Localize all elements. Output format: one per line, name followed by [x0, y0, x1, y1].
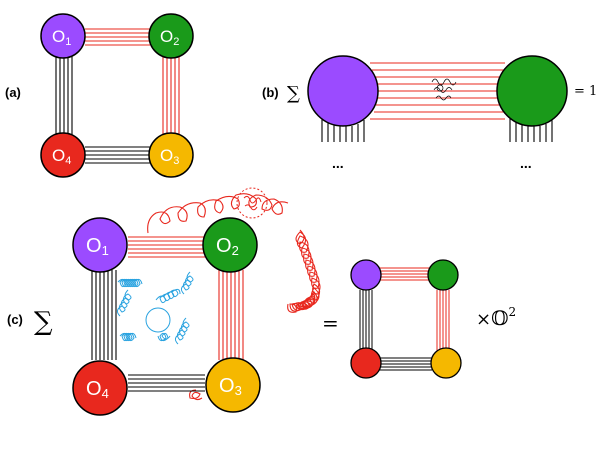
panel-b: (b) ∑ — [262, 55, 597, 171]
panel-c-result-node-o4 — [350, 347, 382, 379]
panel-a-edge-o1-o4 — [55, 55, 73, 140]
panel-a-edge-o2-o3 — [162, 55, 180, 140]
panel-c-node-o3: O3 — [205, 357, 261, 413]
panel-c-node-o4: O4 — [72, 360, 128, 416]
panel-c-result-edge-o4-o3 — [378, 357, 432, 371]
svg-text:O4: O4 — [86, 378, 109, 401]
panel-c-dotted-blob — [236, 187, 268, 219]
panel-c-equals: = — [322, 311, 339, 335]
panel-a-edge-o1-o2 — [85, 28, 150, 46]
panel-a: (a) O1 O2 — [5, 13, 194, 178]
panel-b-ellipsis-right: ... — [520, 155, 532, 171]
panel-c-red-gluon-loop — [147, 193, 321, 401]
panel-b-gluon-sketch — [431, 78, 457, 101]
panel-c-result-edge-o2-o3 — [436, 290, 450, 352]
panel-b-equals-one: = 1 — [574, 84, 597, 99]
panel-b-red-lines — [370, 62, 505, 120]
panel-b-sum-symbol: ∑ — [287, 83, 300, 104]
panel-b-blob-left — [307, 55, 379, 127]
panel-a-edge-o4-o3 — [85, 146, 150, 164]
panel-c-result-edge-o1-o2 — [378, 267, 432, 281]
panel-b-right-legs — [509, 118, 553, 142]
svg-text:O2: O2 — [216, 235, 239, 258]
panel-a-node-o4: O4 — [40, 132, 86, 178]
panel-c-edge-o1-o4 — [91, 270, 117, 360]
panel-c-edge-o2-o3 — [218, 270, 244, 360]
panel-a-node-o2: O2 — [148, 13, 194, 59]
panel-c-result-node-o1 — [350, 259, 382, 291]
svg-text:O1: O1 — [52, 27, 71, 48]
svg-text:O3: O3 — [219, 375, 242, 398]
panel-a-node-o1: O1 — [40, 13, 86, 59]
panel-c-result-node-o2 — [427, 259, 459, 291]
panel-c-node-o2: O2 — [202, 217, 258, 273]
panel-b-blob-right — [496, 55, 568, 127]
panel-c-factor: ×𝕆2 — [476, 305, 516, 330]
panel-c: (c) ∑ — [7, 187, 516, 416]
panel-c-blue-gluons — [116, 271, 194, 345]
svg-text:O1: O1 — [86, 235, 109, 258]
svg-text:O2: O2 — [160, 27, 179, 48]
svg-text:O4: O4 — [52, 146, 71, 167]
panel-c-node-o1: O1 — [72, 217, 128, 273]
panel-b-label: (b) — [262, 85, 279, 100]
panel-c-label: (c) — [7, 312, 23, 327]
panel-a-node-o3: O3 — [148, 132, 194, 178]
panel-c-edge-o4-o3 — [128, 374, 205, 392]
panel-c-result-node-o3 — [430, 347, 462, 379]
svg-text:O3: O3 — [160, 146, 179, 167]
panel-b-ellipsis-left: ... — [332, 155, 344, 171]
panel-a-label: (a) — [5, 85, 21, 100]
panel-c-edge-o1-o2 — [128, 236, 205, 258]
panel-c-result-edge-o1-o4 — [359, 290, 373, 352]
panel-b-left-legs — [321, 118, 365, 142]
panel-c-sum-symbol: ∑ — [34, 307, 53, 337]
